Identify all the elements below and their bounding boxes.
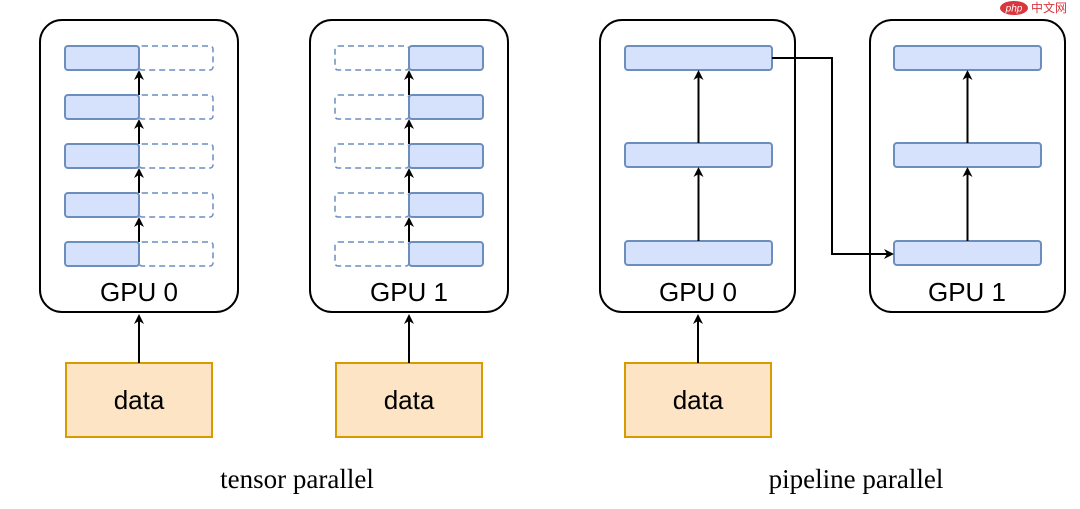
pp-gpu0-layer [624,45,773,71]
tp-gpu1-layer-local-shard [408,241,484,267]
pp-gpu0-container: GPU 0 [599,19,796,313]
tp-data1-label: data [384,385,435,415]
tp-gpu0-layer-local-shard [64,94,140,120]
tp-gpu0-layer-remote-shard [138,241,214,267]
pp-gpu0-layers [624,45,773,266]
tp-gpu1-layer-local-shard [408,45,484,71]
pp-gpu1-layer [893,240,1042,266]
tp-gpu1-layer-local-shard [408,94,484,120]
tp-gpu0-layer-local-shard [64,192,140,218]
tp-gpu0-layer-remote-shard [138,143,214,169]
tp-gpu1-layer-remote-shard [334,45,410,71]
tp-gpu0-layer-local-shard [64,143,140,169]
pipeline-parallel-section: GPU 0 GPU 1 data pipeline parallel [599,19,1066,494]
pp-caption: pipeline parallel [769,464,944,494]
pp-gpu0-layer [624,240,773,266]
pp-gpu1-layers [893,45,1042,266]
tp-data0-label: data [114,385,165,415]
pp-gpu0-layer [624,142,773,168]
pp-gpu1-layer [893,142,1042,168]
tp-gpu1-layers [334,45,484,267]
pp-gpu1-container: GPU 1 [869,19,1066,313]
tp-gpu0-layers [64,45,214,267]
pp-gpu1-label: GPU 1 [928,277,1006,307]
tp-data1-node: data [335,362,483,438]
tp-gpu1-layer-local-shard [408,143,484,169]
tp-gpu1-layer-remote-shard [334,94,410,120]
pp-data-node: data [624,362,772,438]
pp-cross-gpu-arrow [772,57,894,259]
pp-data-label: data [673,385,724,415]
tp-gpu1-container: GPU 1 [309,19,509,313]
tp-gpu0-layer-local-shard [64,241,140,267]
tensor-parallel-section: GPU 0 GPU 1 data data tensor parallel [39,19,509,494]
tp-gpu0-layer-remote-shard [138,192,214,218]
tp-gpu1-label: GPU 1 [370,277,448,307]
tp-caption: tensor parallel [220,464,374,494]
tp-gpu1-layer-remote-shard [334,241,410,267]
watermark-text: 中文网 [1031,0,1067,15]
tp-gpu1-layer-remote-shard [334,143,410,169]
pp-gpu1-layer [893,45,1042,71]
tp-gpu0-layer-local-shard [64,45,140,71]
pp-gpu0-label: GPU 0 [659,277,737,307]
tp-gpu1-layer-local-shard [408,192,484,218]
tp-gpu0-layer-remote-shard [138,94,214,120]
tp-gpu1-layer-remote-shard [334,192,410,218]
tp-gpu0-label: GPU 0 [100,277,178,307]
watermark-logo: php 中文网 [1000,0,1067,15]
tp-data0-node: data [65,362,213,438]
watermark-badge-text: php [1005,4,1023,15]
tp-gpu0-layer-remote-shard [138,45,214,71]
tp-gpu0-container: GPU 0 [39,19,239,313]
